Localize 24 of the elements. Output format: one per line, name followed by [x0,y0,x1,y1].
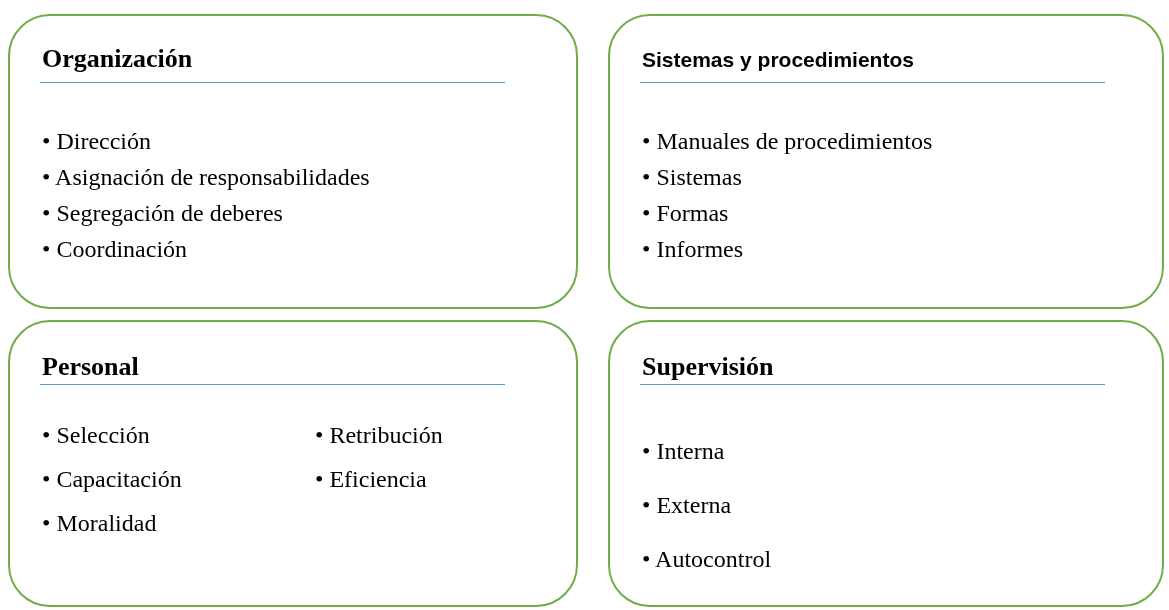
list-item: • Retribución [315,422,443,449]
category-card [608,14,1164,309]
category-card [608,320,1164,607]
list-item: • Selección [42,422,150,449]
list-item: • Informes [642,236,744,263]
list-item: • Moralidad [42,510,157,537]
card-heading: Sistemas y procedimientos [642,48,914,72]
category-card [8,14,578,309]
list-item: • Externa [642,492,732,519]
list-item: • Sistemas [642,164,742,191]
category-card [8,320,578,607]
list-item: • Coordinación [42,236,188,263]
card-heading: Supervisión [642,352,774,382]
list-item: • Segregación de deberes [42,200,283,227]
list-item: • Interna [642,438,725,465]
card-heading: Personal [42,352,139,382]
list-item: • Eficiencia [315,466,427,493]
list-item: • Formas [642,200,729,227]
list-item: • Autocontrol [642,546,772,573]
card-heading: Organización [42,44,193,74]
list-item: • Capacitación [42,466,182,493]
list-item: • Dirección [42,128,152,155]
list-item: • Manuales de procedimientos [642,128,933,155]
list-item: • Asignación de responsabilidades [42,164,370,191]
